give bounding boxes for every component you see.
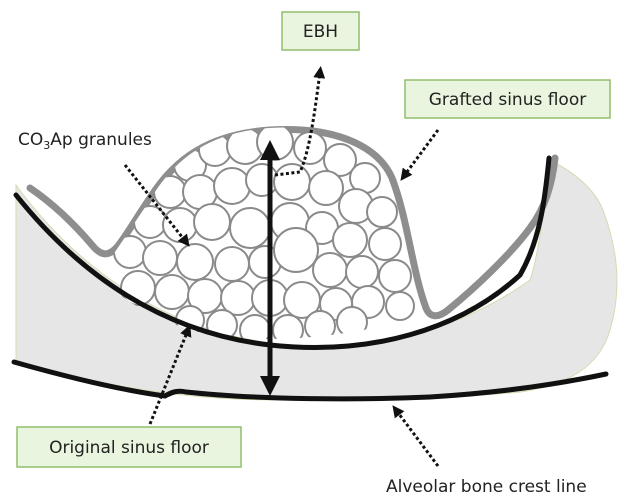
grafted-sinus-floor-label: Grafted sinus floor: [429, 90, 586, 110]
co3ap-granules-label: CO3Ap granules: [18, 130, 152, 152]
alveolar-crest-leader-arrow: [396, 410, 438, 466]
ebh-label-box: EBH: [282, 12, 359, 50]
grafted-sinus-floor-label-box: Grafted sinus floor: [405, 80, 610, 118]
alveolar-bone-crest-label: Alveolar bone crest line: [386, 477, 587, 497]
original-sinus-floor-label: Original sinus floor: [49, 438, 209, 458]
ebh-label: EBH: [303, 22, 338, 42]
original-sinus-floor-label-box: Original sinus floor: [17, 427, 241, 467]
grafted-floor-leader-arrow: [404, 130, 438, 176]
